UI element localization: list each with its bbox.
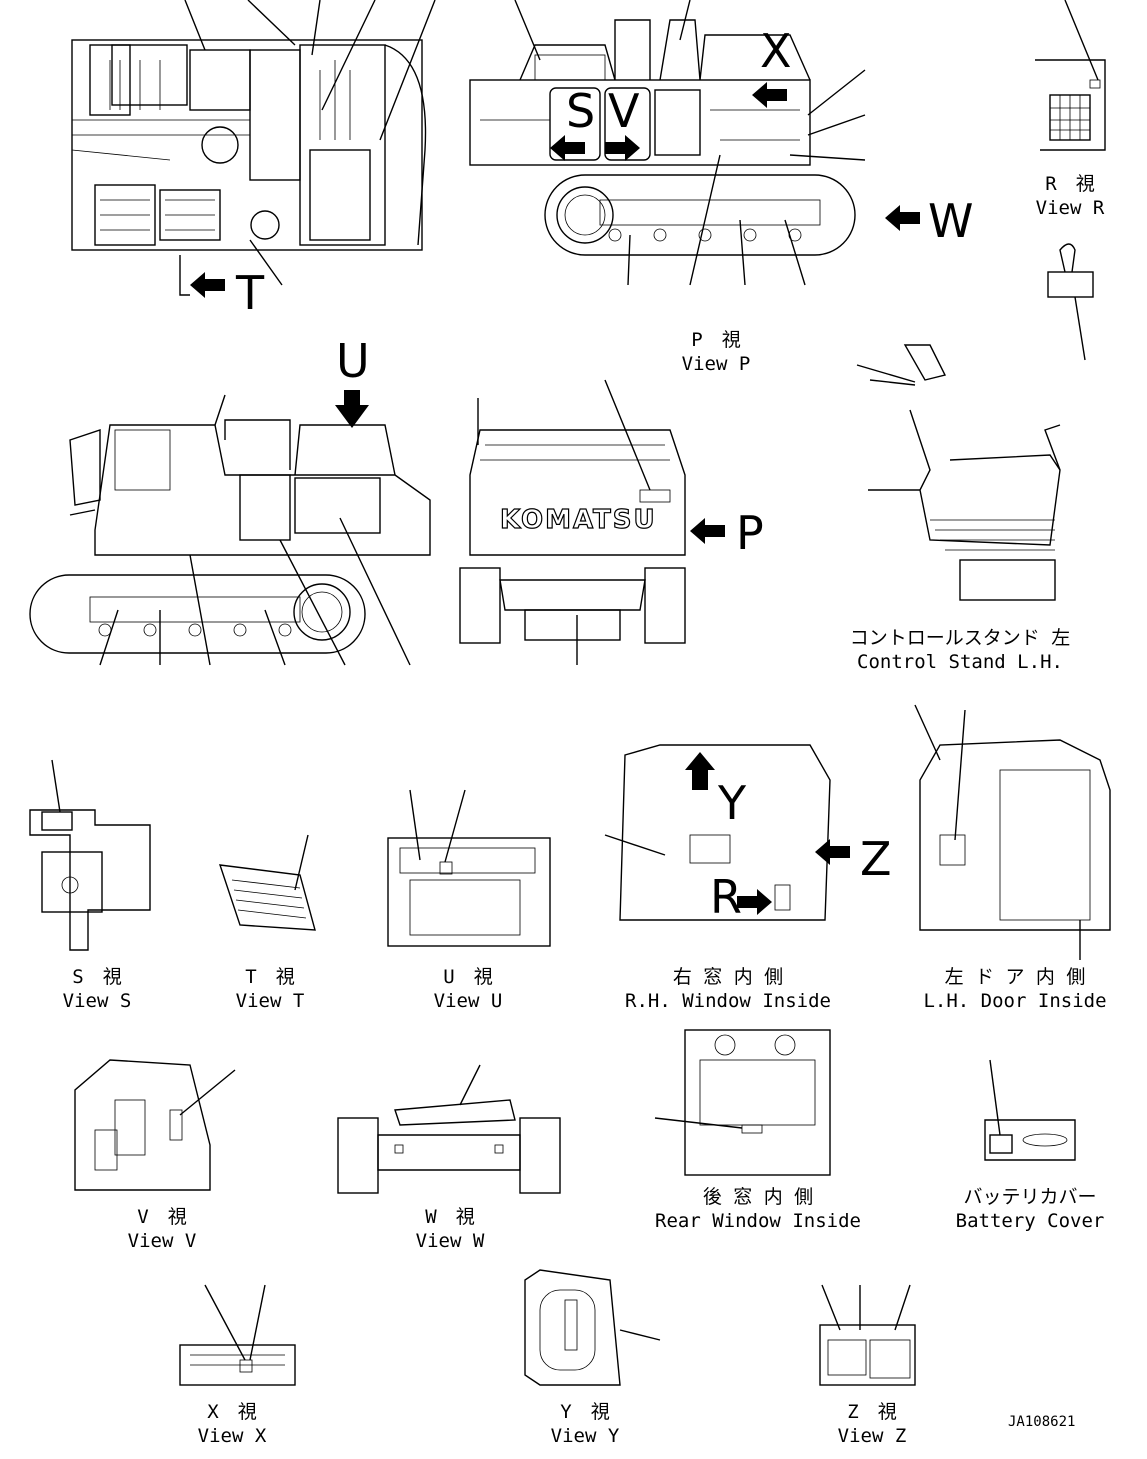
rear-view — [459, 379, 725, 665]
arrow-label-p: P — [736, 506, 764, 560]
control-stand-illustration — [856, 344, 1061, 601]
view-t-detail — [218, 834, 316, 931]
rh-window-inside — [604, 744, 850, 921]
top-view-machine — [71, 0, 436, 298]
view-v-detail — [74, 1059, 236, 1191]
arrow-label-x: X — [760, 24, 792, 78]
view-u-detail — [387, 789, 551, 947]
drawing-code: JA108621 — [1008, 1414, 1076, 1430]
view-z-detail — [819, 1284, 916, 1386]
arrow-label-y: Y — [718, 776, 747, 830]
arrow-label-w: W — [928, 194, 974, 248]
arrow-label-s: S — [566, 84, 596, 138]
side-view-left — [29, 390, 431, 666]
rear-window-inside — [654, 1029, 831, 1176]
view-w-detail — [337, 1064, 561, 1194]
view-r-detail — [1035, 0, 1106, 361]
view-y-detail — [524, 1269, 661, 1386]
arrow-label-v: V — [608, 84, 640, 138]
lh-door-inside — [914, 704, 1111, 960]
arrow-label-u: U — [336, 334, 370, 388]
arrow-label-r: R — [710, 870, 742, 924]
side-view-right — [469, 0, 920, 286]
battery-cover-detail — [984, 1059, 1076, 1161]
view-x-detail — [179, 1284, 296, 1386]
arrow-label-z: Z — [860, 832, 892, 886]
view-s-detail — [29, 759, 151, 951]
arrow-label-t: T — [236, 266, 265, 320]
brand-logo: KOMATSU — [499, 504, 657, 535]
